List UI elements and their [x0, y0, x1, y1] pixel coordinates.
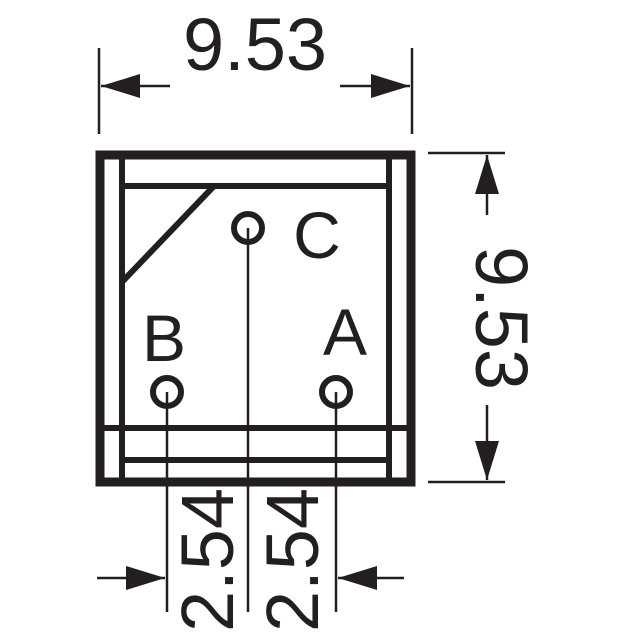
- pitch-dimensions: 2.54 2.54: [97, 488, 404, 632]
- body-outline: [95, 150, 416, 487]
- terminal-b-label: B: [142, 301, 186, 375]
- pin-centerlines: [165, 228, 338, 612]
- pitch-arrowhead-right: [338, 566, 377, 590]
- component-body: [95, 150, 416, 487]
- width-dimension-label: 9.53: [183, 3, 327, 86]
- pitch-right-label: 2.54: [251, 488, 334, 632]
- pitch-left-label: 2.54: [166, 488, 249, 632]
- chamfered-rotor-outline: [119, 183, 217, 428]
- terminal-a-label: A: [323, 295, 367, 369]
- arrowhead-bottom: [475, 441, 499, 480]
- arrowhead-top: [475, 155, 499, 194]
- arrowhead-left: [101, 74, 140, 98]
- terminal-c-label: C: [293, 198, 341, 272]
- pitch-arrowhead-left: [126, 566, 165, 590]
- top-width-dimension: 9.53: [97, 3, 414, 134]
- arrowhead-right: [371, 74, 410, 98]
- height-dimension-label: 9.53: [460, 246, 543, 390]
- right-height-dimension: 9.53: [428, 151, 543, 484]
